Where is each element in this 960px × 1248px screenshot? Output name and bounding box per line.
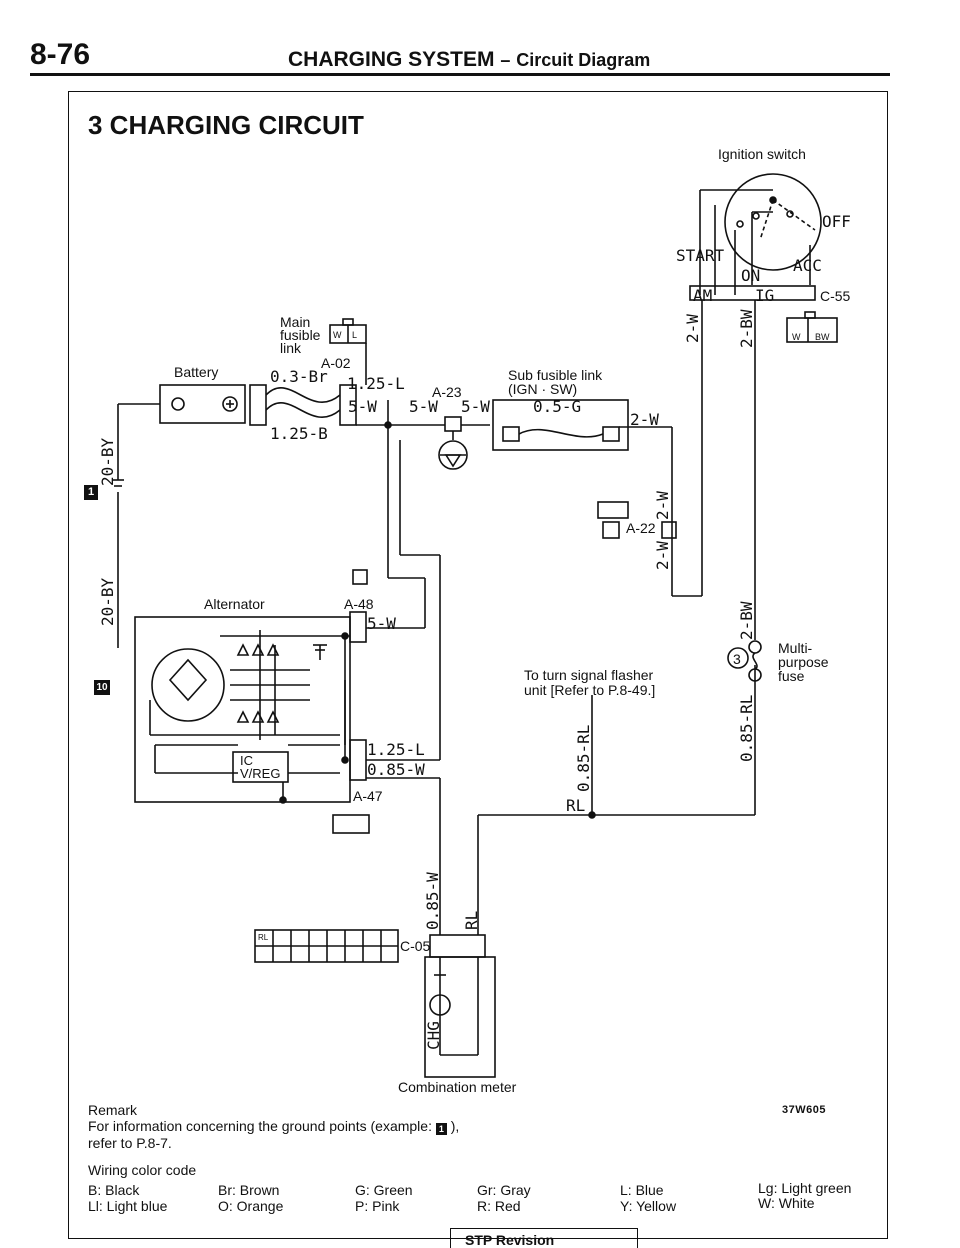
a48-label: A-48	[344, 596, 374, 612]
wire-5w-d: 5-W	[367, 614, 396, 633]
multi-purpose-fuse-label: Multi- purpose fuse	[778, 640, 829, 684]
alternator-box	[134, 616, 351, 803]
c55-pin-w: W	[792, 332, 801, 342]
ic-vreg-box	[232, 751, 289, 783]
combination-meter-box	[424, 956, 496, 1078]
c55-connector-bar	[689, 285, 816, 301]
color-code-r: R: Red	[477, 1198, 521, 1214]
alternator-stator	[151, 648, 225, 722]
c05-pin-rl: RL	[258, 933, 269, 942]
wire-rl-meter: RL	[462, 910, 481, 930]
switch-am-label: AM	[693, 286, 713, 305]
wire-20by-b: 20-BY	[98, 577, 117, 626]
color-code-gr: Gr: Gray	[477, 1182, 531, 1198]
switch-on-label: ON	[741, 266, 761, 285]
color-code-p: P: Pink	[355, 1198, 400, 1214]
remark-ground-icon: 1	[435, 1123, 447, 1135]
wire-rl-junction: RL	[566, 796, 586, 815]
remark-line-1: For information concerning the ground po…	[88, 1118, 460, 1135]
header-separator: –	[500, 50, 511, 70]
battery-label: Battery	[174, 364, 219, 380]
page-header: CHARGING SYSTEM – Circuit Diagram	[288, 48, 650, 72]
color-code-o: O: Orange	[218, 1198, 284, 1214]
fuse-number-circle	[727, 647, 749, 669]
a02-label: A-02	[321, 355, 351, 371]
wire-03br: 0.3-Br	[270, 367, 328, 386]
combination-meter-label: Combination meter	[398, 1079, 517, 1095]
header-subtitle: Circuit Diagram	[516, 50, 651, 70]
sub-fusible-link-label: Sub fusible link (IGN · SW)	[508, 367, 603, 397]
remark-block: Remark For information concerning the gr…	[88, 1102, 459, 1151]
a22-connector-icon	[597, 501, 629, 519]
color-code-l: L: Blue	[620, 1182, 664, 1198]
wire-085rl-fuse: 0.85-RL	[737, 694, 756, 762]
c55-pin-bw: BW	[815, 332, 830, 342]
wire-2w-d: 2-W	[653, 541, 672, 570]
c05-label: C-05	[400, 938, 431, 954]
section-title: 3 CHARGING CIRCUIT	[88, 110, 364, 140]
ground-point-10: 10	[94, 676, 110, 695]
remark-line-2: refer to P.8-7.	[88, 1135, 172, 1151]
color-code-b: B: Black	[88, 1182, 140, 1198]
header-rule	[30, 73, 890, 76]
charge-lamp-label: CHG	[424, 1021, 443, 1050]
revision-label: STP Revision	[465, 1232, 555, 1248]
wire-085rl-signal: 0.85-RL	[574, 724, 593, 792]
wire-125l-alt: 1.25-L	[367, 740, 425, 759]
sub-fusible-link-box	[492, 399, 629, 451]
ignition-switch-label: Ignition switch	[718, 146, 806, 162]
a47-connector-icon	[332, 814, 370, 834]
wire-20by-a: 20-BY	[98, 437, 117, 486]
wiring-color-code-title: Wiring color code	[88, 1162, 197, 1178]
wire-2bw-ig: 2-BW	[737, 309, 756, 348]
color-code-w: W: White	[758, 1195, 815, 1211]
diagram-frame	[68, 91, 888, 1239]
color-code-y: Y: Yellow	[620, 1198, 677, 1214]
main-fusible-pin-l: L	[352, 330, 358, 340]
wire-2w-ig-left: 2-W	[683, 314, 702, 343]
a48-connector-icon	[352, 569, 368, 585]
main-fusible-pin-w: W	[333, 330, 342, 340]
main-fusible-link-label: Main fusible link	[280, 314, 321, 356]
wire-5w-c: 5-W	[461, 397, 490, 416]
wire-2bw-fuse: 2-BW	[737, 601, 756, 640]
a22-label: A-22	[626, 520, 656, 536]
wire-5w-b: 5-W	[409, 397, 438, 416]
ignition-switch-symbol	[699, 173, 822, 295]
switch-acc-label: ACC	[793, 256, 822, 275]
a23-label: A-23	[432, 384, 462, 400]
revision-box: STP Revision	[450, 1228, 638, 1248]
wire-05g: 0.5-G	[533, 397, 582, 416]
switch-start-label: START	[676, 246, 725, 265]
wire-125l-top: 1.25-L	[347, 374, 405, 393]
fuse-number: 3	[733, 651, 741, 667]
ic-vreg-label: IC V/REG	[240, 753, 281, 781]
alternator-label: Alternator	[204, 596, 265, 612]
a47-label: A-47	[353, 788, 383, 804]
wire-2w-a: 2-W	[630, 410, 659, 429]
turn-signal-note: To turn signal flasher unit [Refer to P.…	[524, 667, 656, 698]
wire-125b: 1.25-B	[270, 424, 328, 443]
color-code-lg: Lg: Light green	[758, 1180, 852, 1196]
wire-085w-alt: 0.85-W	[367, 760, 425, 779]
color-code-g: G: Green	[355, 1182, 413, 1198]
switch-ig-label: IG	[755, 286, 775, 305]
figure-code: 37W605	[782, 1104, 826, 1116]
color-code-br: Br: Brown	[218, 1182, 280, 1198]
a23-connector-symbol	[438, 440, 468, 470]
wire-2w-c: 2-W	[653, 491, 672, 520]
remark-title: Remark	[88, 1102, 138, 1118]
header-title: CHARGING SYSTEM	[288, 48, 495, 71]
wire-5w-a: 5-W	[348, 397, 377, 416]
ground-point-1: 1	[84, 481, 98, 500]
wire-085w-meter: 0.85-W	[423, 872, 442, 930]
charge-lamp-symbol	[429, 994, 451, 1016]
c55-label: C-55	[820, 288, 851, 304]
color-code-ll: Ll: Light blue	[88, 1198, 168, 1214]
page-number: 8-76	[30, 38, 91, 71]
switch-off-label: OFF	[822, 212, 851, 231]
